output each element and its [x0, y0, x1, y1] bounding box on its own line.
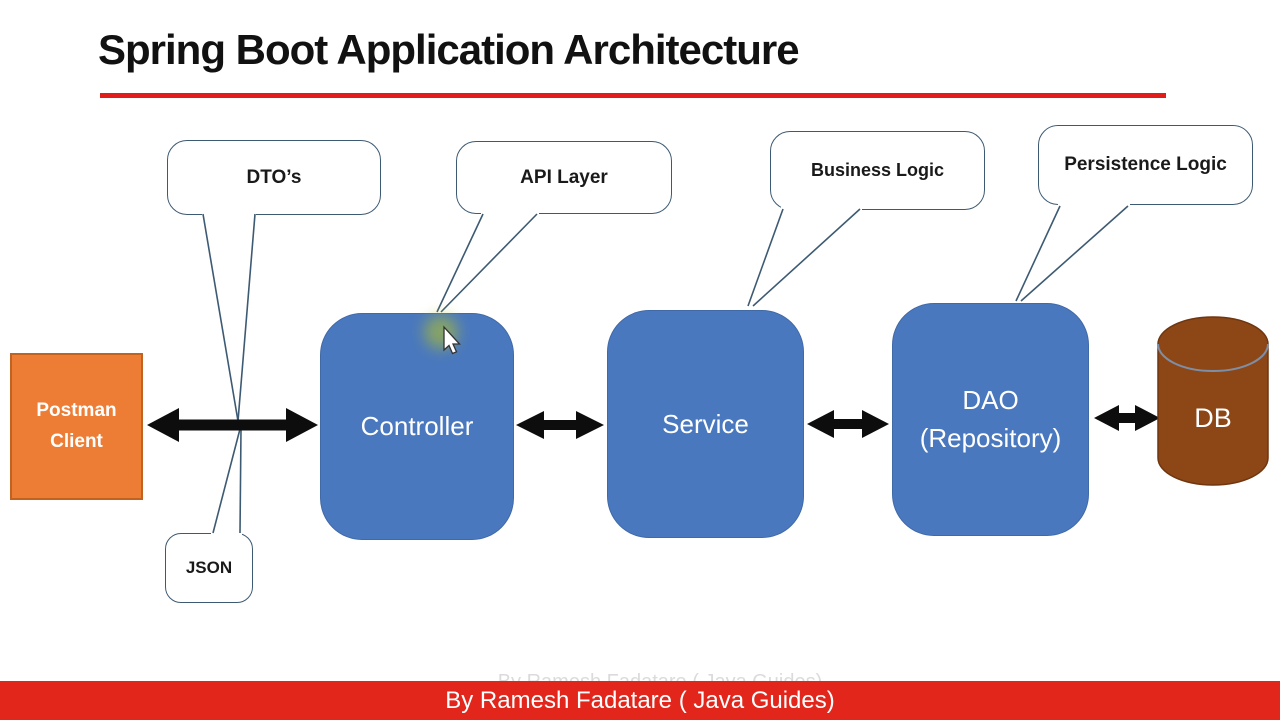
service-label: Service	[662, 408, 749, 439]
callout-api-layer-label: API Layer	[520, 166, 608, 188]
callout-api-layer: API Layer	[456, 141, 672, 214]
node-controller: Controller	[320, 313, 514, 540]
dao-line2: (Repository)	[919, 422, 1062, 453]
persistence-logic-tail-right	[1020, 205, 1129, 302]
footer-credit-text: By Ramesh Fadatare ( Java Guides)	[445, 686, 835, 714]
postman-client-line1: Postman	[36, 400, 117, 422]
title-underline	[100, 93, 1166, 98]
json-tail-left	[212, 428, 241, 534]
callout-dtos-label: DTO’s	[246, 166, 302, 188]
footer-bar: By Ramesh Fadatare ( Java Guides)	[0, 681, 1280, 720]
dtos-tail-right	[237, 213, 256, 422]
callout-dtos: DTO’s	[167, 140, 381, 215]
arrow-postman-controller	[147, 408, 318, 442]
business-logic-tail-right	[752, 208, 861, 307]
callout-json: JSON	[165, 533, 253, 603]
api-layer-tail-right	[440, 213, 538, 313]
dtos-tail-left	[202, 213, 239, 422]
node-db-label: DB	[1158, 388, 1268, 448]
page-title: Spring Boot Application Architecture	[98, 26, 800, 73]
business-logic-tail-left	[747, 208, 784, 307]
json-tail-right	[239, 428, 242, 534]
db-cylinder-top-rim	[1157, 343, 1269, 372]
callout-business-logic: Business Logic	[770, 131, 985, 210]
arrow-controller-service	[516, 411, 604, 439]
callout-persistence-logic: Persistence Logic	[1038, 125, 1253, 205]
node-postman-client: Postman Client	[10, 353, 143, 500]
node-dao-repository: DAO (Repository)	[892, 303, 1089, 536]
dao-line1: DAO	[962, 384, 1019, 415]
callout-persistence-logic-label: Persistence Logic	[1064, 154, 1227, 175]
clipped-caption-artifact: By Ramesh Fadatare ( Java Guides)	[450, 672, 870, 681]
callout-json-label: JSON	[185, 558, 233, 577]
postman-client-line2: Client	[50, 430, 103, 452]
controller-label: Controller	[360, 411, 474, 441]
arrow-service-dao	[807, 410, 889, 438]
persistence-logic-tail-left	[1015, 205, 1061, 302]
callout-business-logic-label: Business Logic	[810, 160, 945, 180]
api-layer-tail-left	[436, 213, 484, 313]
arrow-dao-db	[1094, 405, 1160, 431]
node-service: Service	[607, 310, 804, 538]
db-label-text: DB	[1194, 402, 1232, 433]
